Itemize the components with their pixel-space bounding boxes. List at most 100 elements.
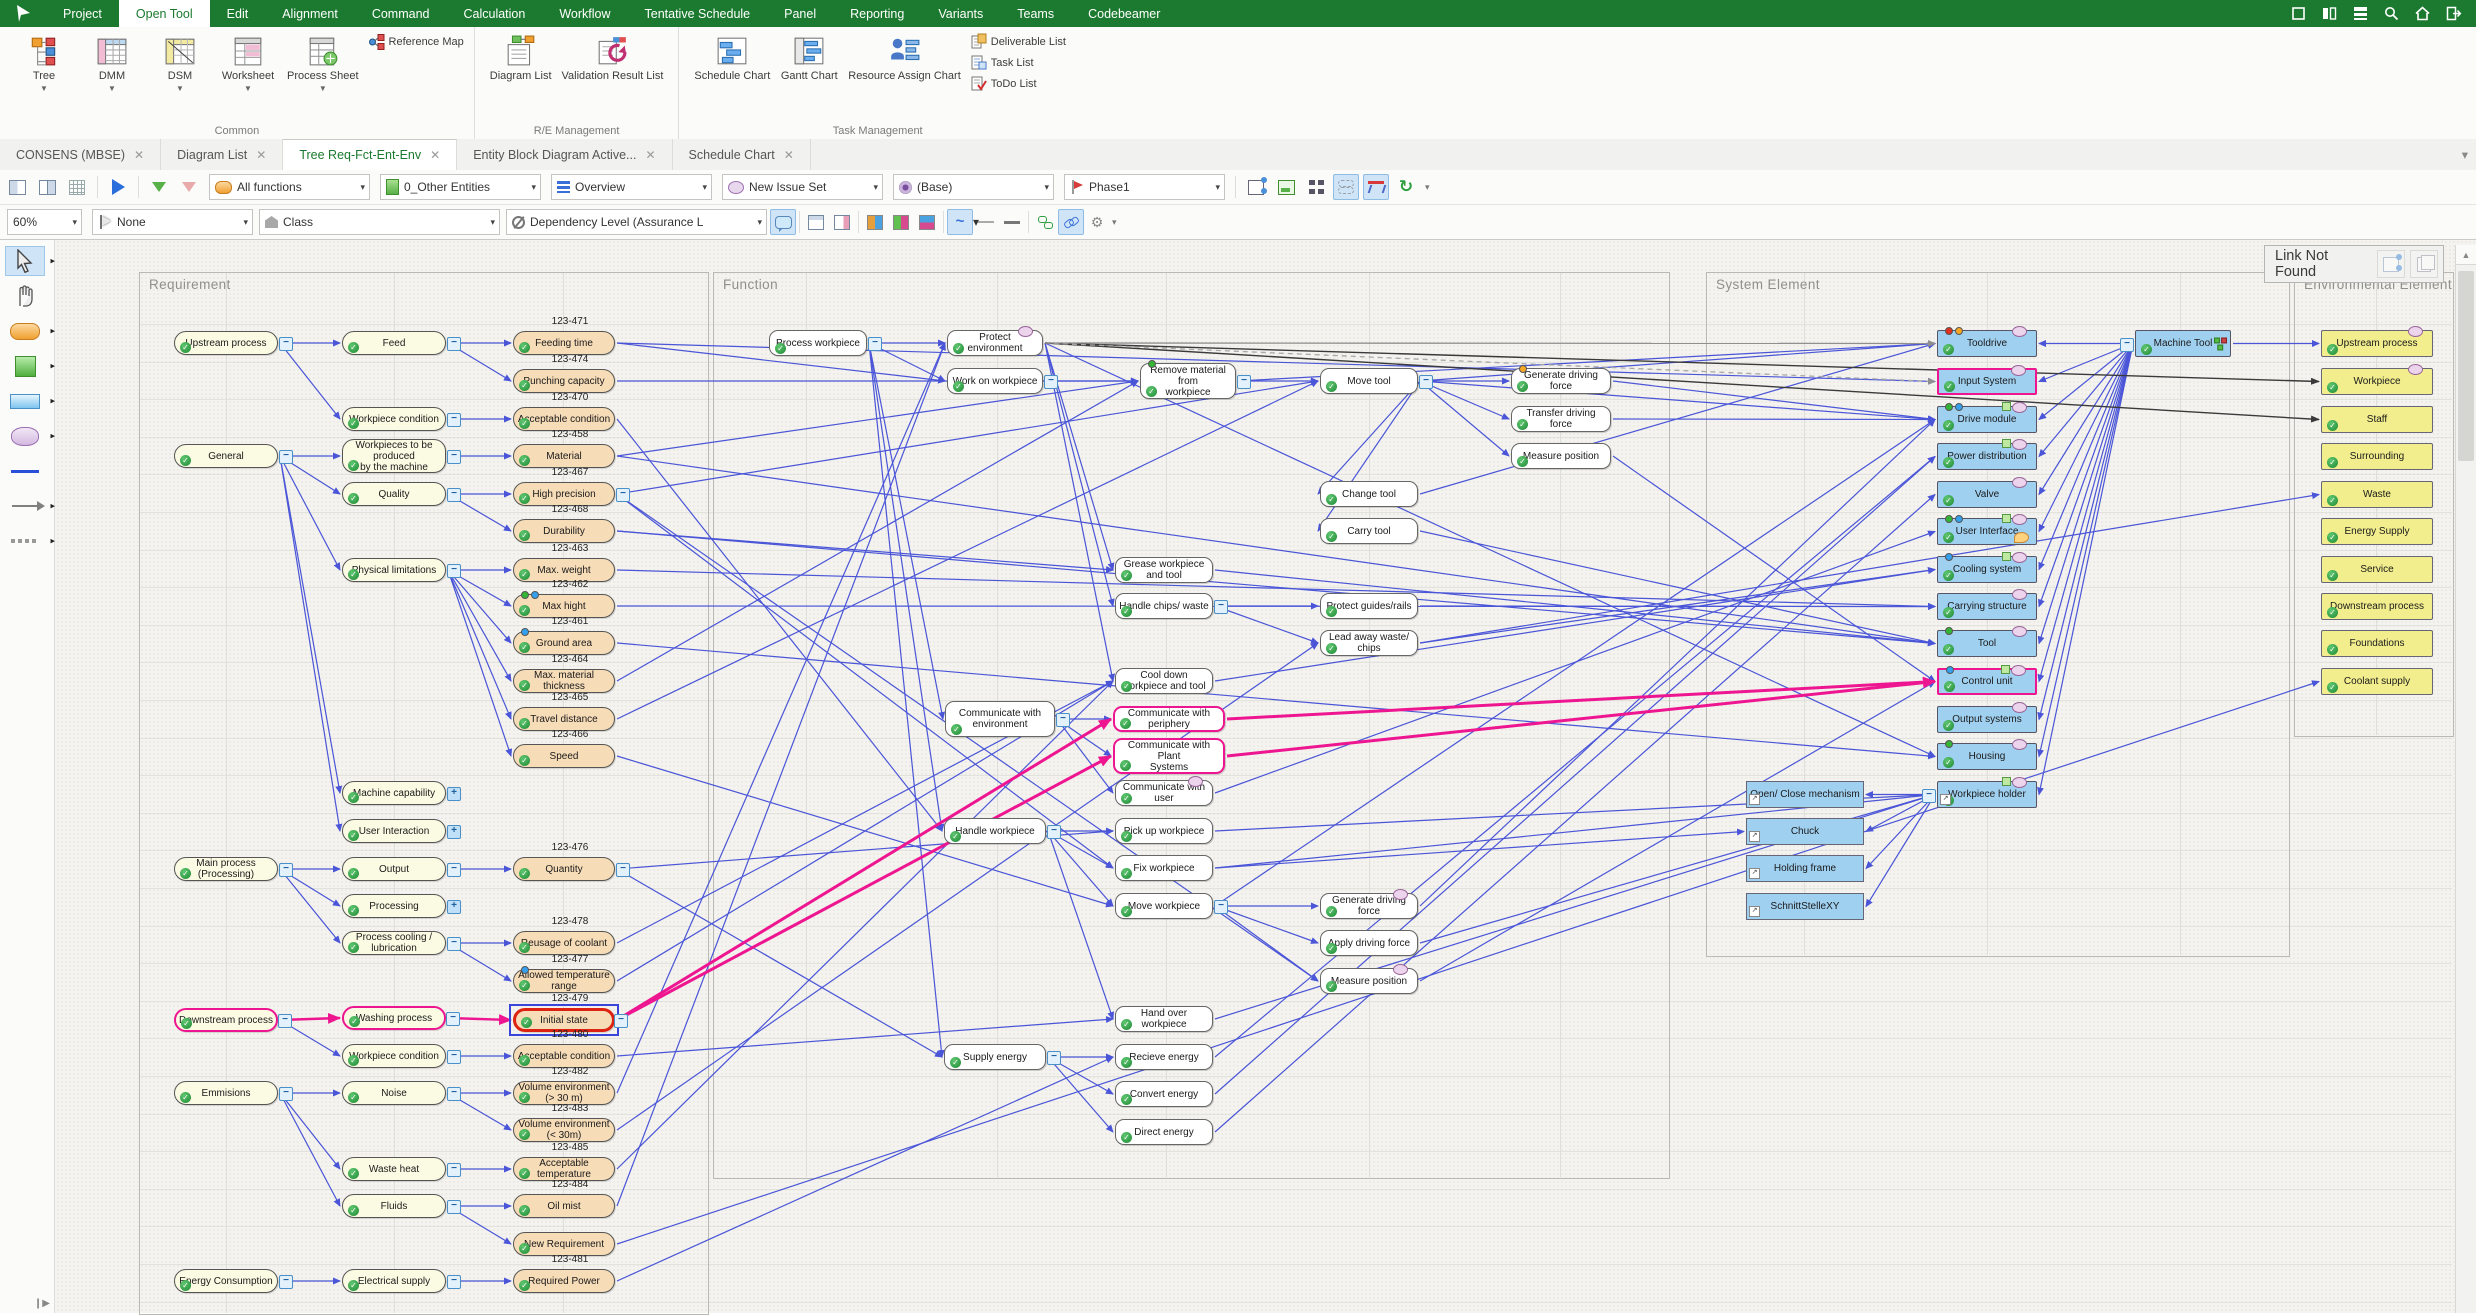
ribbon-button-gantt-chart[interactable]: Gantt Chart — [775, 31, 843, 87]
filter-remove-button[interactable] — [176, 174, 202, 200]
node-noise[interactable]: Noise✓− — [342, 1081, 446, 1105]
zoom-select[interactable]: 60% ▾ — [7, 209, 82, 235]
ribbon-button-resource-assign-chart[interactable]: Resource Assign Chart — [843, 31, 966, 87]
collapse-icon[interactable]: − — [447, 1275, 461, 1289]
matrix-green-button[interactable] — [888, 209, 914, 235]
combo-phase1[interactable]: Phase1▾ — [1064, 174, 1225, 200]
node-env-upstream[interactable]: Upstream process✓ — [2321, 330, 2433, 357]
node-move-tool[interactable]: Move tool✓− — [1320, 368, 1418, 394]
node-gen-drive-force-b[interactable]: Generate driving force✓ — [1320, 893, 1418, 919]
link-settings-button[interactable]: ⚙ — [1084, 209, 1110, 235]
ghost-nodes-button[interactable] — [1333, 174, 1359, 200]
node-feeding-time[interactable]: Feeding time✓ — [513, 331, 615, 355]
open-link-button[interactable] — [2377, 250, 2405, 278]
refresh-button[interactable]: ↻ — [1393, 174, 1419, 200]
combo-none[interactable]: None▾ — [92, 209, 253, 235]
node-pick-up-wp[interactable]: Pick up workpiece✓ — [1115, 818, 1213, 844]
ribbon-button-dsm[interactable]: DSM▼ — [146, 31, 214, 97]
node-carry-tool[interactable]: Carry tool✓ — [1320, 518, 1418, 544]
collapse-icon[interactable]: − — [1044, 375, 1058, 389]
collapse-icon[interactable]: − — [279, 1275, 293, 1289]
collapse-icon[interactable]: − — [279, 863, 293, 877]
collapse-icon[interactable]: − — [278, 1014, 292, 1028]
requirement-shape-tool[interactable]: ▸ — [6, 317, 44, 345]
node-acceptable-temperature[interactable]: Acceptable temperature✓ — [513, 1157, 615, 1181]
restore-pane-icon[interactable] — [2290, 5, 2307, 22]
node-user-interface[interactable]: User Interface✓ — [1937, 518, 2037, 545]
node-durability[interactable]: Durability✓ — [513, 519, 615, 543]
node-schnittstellexy[interactable]: SchnittStelleXY↗ — [1746, 893, 1864, 920]
node-grease-wp-tool[interactable]: Grease workpiece and tool✓ — [1115, 557, 1213, 583]
node-high-precision[interactable]: High precision✓− — [513, 482, 615, 506]
pane-left-button[interactable] — [4, 174, 30, 200]
line-tool[interactable] — [6, 457, 44, 485]
node-allowed-temp-range[interactable]: Allowed temperature range✓ — [513, 969, 615, 993]
node-tool[interactable]: Tool✓ — [1937, 630, 2037, 657]
tab-consens-mbse-[interactable]: CONSENS (MBSE)✕ — [0, 139, 161, 170]
issue-shape-tool[interactable]: ▸ — [6, 422, 44, 450]
node-speed[interactable]: Speed✓ — [513, 744, 615, 768]
ribbon-button-schedule-chart[interactable]: Schedule Chart — [689, 31, 775, 87]
node-output[interactable]: Output✓− — [342, 857, 446, 881]
node-vol-env-lt30[interactable]: Volume environment (< 30m)✓ — [513, 1118, 615, 1142]
curve-line-button[interactable]: ~▾ — [947, 209, 973, 235]
function-shape-tool[interactable]: ▸ — [6, 352, 44, 380]
menu-item-reporting[interactable]: Reporting — [833, 0, 921, 27]
node-remove-material[interactable]: Remove material from workpiece✓− — [1140, 363, 1236, 399]
arrow-tool[interactable]: ▸ — [6, 492, 44, 520]
collapse-icon[interactable]: − — [279, 1087, 293, 1101]
collapse-icon[interactable]: − — [868, 337, 882, 351]
menu-item-workflow[interactable]: Workflow — [542, 0, 627, 27]
grid-button[interactable] — [64, 174, 90, 200]
ribbon-button-validation-result-list[interactable]: Validation Result List — [557, 31, 669, 87]
node-move-wp[interactable]: Move workpiece✓− — [1115, 893, 1213, 919]
node-workpieces-produced[interactable]: Workpieces to be produced by the machine… — [342, 439, 446, 473]
node-env-service[interactable]: Service✓ — [2321, 556, 2433, 583]
collapse-icon[interactable]: − — [447, 863, 461, 877]
node-machine-capability[interactable]: Machine capability✓+ — [342, 781, 446, 805]
node-acceptable-condition-b[interactable]: Acceptable condition✓ — [513, 1044, 615, 1068]
search-icon[interactable] — [2383, 5, 2400, 22]
ribbon-button-tree[interactable]: Tree▼ — [10, 31, 78, 97]
menu-item-alignment[interactable]: Alignment — [265, 0, 355, 27]
split-vertical-icon[interactable] — [2321, 5, 2338, 22]
node-gen-drive-force-a[interactable]: Generate driving force✓ — [1511, 368, 1611, 394]
comment-button[interactable] — [770, 209, 796, 235]
node-lead-away-waste[interactable]: Lead away waste/ chips✓ — [1320, 630, 1418, 656]
node-holding-frame[interactable]: Holding frame↗ — [1746, 855, 1864, 882]
node-acceptable-condition-a[interactable]: Acceptable condition✓ — [513, 407, 615, 431]
home-icon[interactable] — [2414, 5, 2431, 22]
node-material[interactable]: Material✓ — [513, 444, 615, 468]
node-processing[interactable]: Processing✓+ — [342, 894, 446, 918]
tab-diagram-list[interactable]: Diagram List✕ — [161, 139, 283, 170]
run-button[interactable] — [105, 174, 131, 200]
collapse-icon[interactable]: − — [1237, 375, 1251, 389]
collapse-icon[interactable]: − — [446, 1012, 460, 1026]
dashed-line-tool[interactable]: ▸ — [6, 527, 44, 555]
node-output-systems[interactable]: Output systems✓ — [1937, 706, 2037, 733]
node-transfer-drive-force[interactable]: Transfer driving force✓ — [1511, 406, 1611, 432]
node-travel-distance[interactable]: Travel distance✓ — [513, 707, 615, 731]
tab-overflow-icon[interactable]: ▾ — [2462, 147, 2468, 162]
scrollbar-thumb[interactable] — [2458, 271, 2474, 461]
node-workpiece-holder[interactable]: Workpiece holder✓−↗ — [1937, 781, 2037, 808]
pane-split-button[interactable] — [34, 174, 60, 200]
node-comm-plant[interactable]: Communicate with Plant Systems✓ — [1113, 738, 1225, 774]
node-tooldrive[interactable]: Tooldrive✓ — [1937, 330, 2037, 357]
node-process-workpiece[interactable]: Process workpiece✓− — [769, 330, 867, 356]
node-recieve-energy[interactable]: Recieve energy✓ — [1115, 1044, 1213, 1070]
node-energy-consumption[interactable]: Energy Consumption✓− — [174, 1269, 278, 1293]
node-machine-tool[interactable]: Machine Tool✓− — [2135, 330, 2231, 357]
collapse-icon[interactable]: − — [616, 863, 630, 877]
close-tab-icon[interactable]: ✕ — [134, 148, 144, 162]
node-direct-energy[interactable]: Direct energy✓ — [1115, 1119, 1213, 1145]
node-physical-limitations[interactable]: Physical limitations✓− — [342, 558, 446, 582]
node-convert-energy[interactable]: Convert energy✓ — [1115, 1081, 1213, 1107]
menu-item-variants[interactable]: Variants — [921, 0, 1000, 27]
combo-dependency-level-assurance-l[interactable]: Dependency Level (Assurance L▾ — [506, 209, 767, 235]
ribbon-button-task-list[interactable]: Task List — [970, 54, 1066, 71]
menu-item-open-tool[interactable]: Open Tool — [119, 0, 210, 27]
node-comm-environment[interactable]: Communicate with environment✓− — [945, 701, 1055, 737]
combo--base-[interactable]: (Base)▾ — [893, 174, 1054, 200]
collapse-icon[interactable]: − — [1922, 789, 1936, 803]
